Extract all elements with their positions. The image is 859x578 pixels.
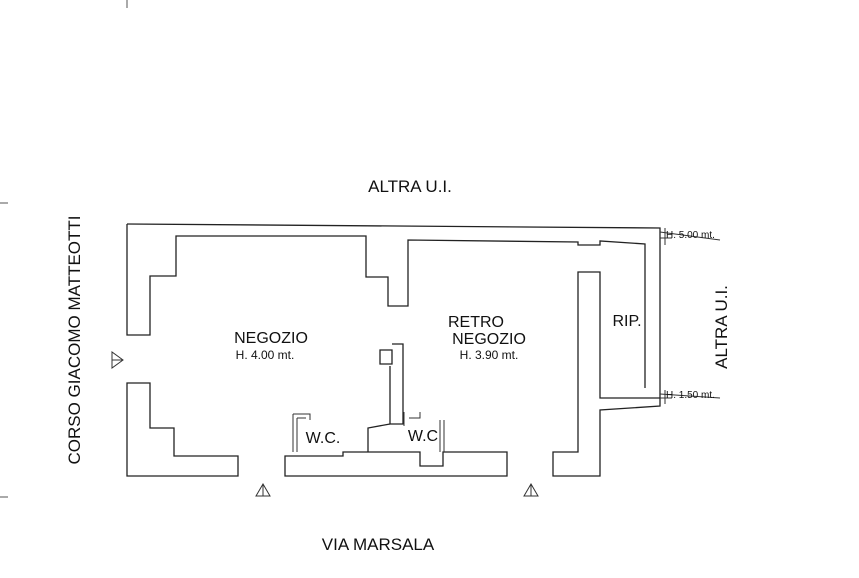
exterior-walls [126,223,661,477]
entrance-bottom-left-icon [255,483,271,497]
room-retro-name-line2: NEGOZIO [452,331,526,348]
label-west: CORSO GIACOMO MATTEOTTI [65,215,84,464]
elevation-top-label: H. 5.00 mt. [666,230,715,241]
room-retro-height: H. 3.90 mt. [460,348,519,362]
interior-partition [367,343,404,452]
room-rip-name: RIP. [612,313,641,330]
label-south: VIA MARSALA [322,535,435,554]
elevation-bottom-label: H. 1.50 mt. [666,390,715,401]
label-north: ALTRA U.I. [368,177,452,196]
wc-left-cubicle [292,413,311,452]
entrance-bottom-right-icon [523,483,539,497]
elevation-markers [659,228,721,404]
room-wc-left-name: W.C. [306,430,341,447]
entrance-left-icon [111,351,124,369]
room-retro-name-line1: RETRO [448,314,504,331]
label-east: ALTRA U.I. [712,285,731,369]
room-negozio-height: H. 4.00 mt. [236,348,295,362]
room-wc-right-name: W.C [408,428,438,445]
room-negozio-name: NEGOZIO [234,330,308,347]
wc-right-cubicle [403,412,445,452]
